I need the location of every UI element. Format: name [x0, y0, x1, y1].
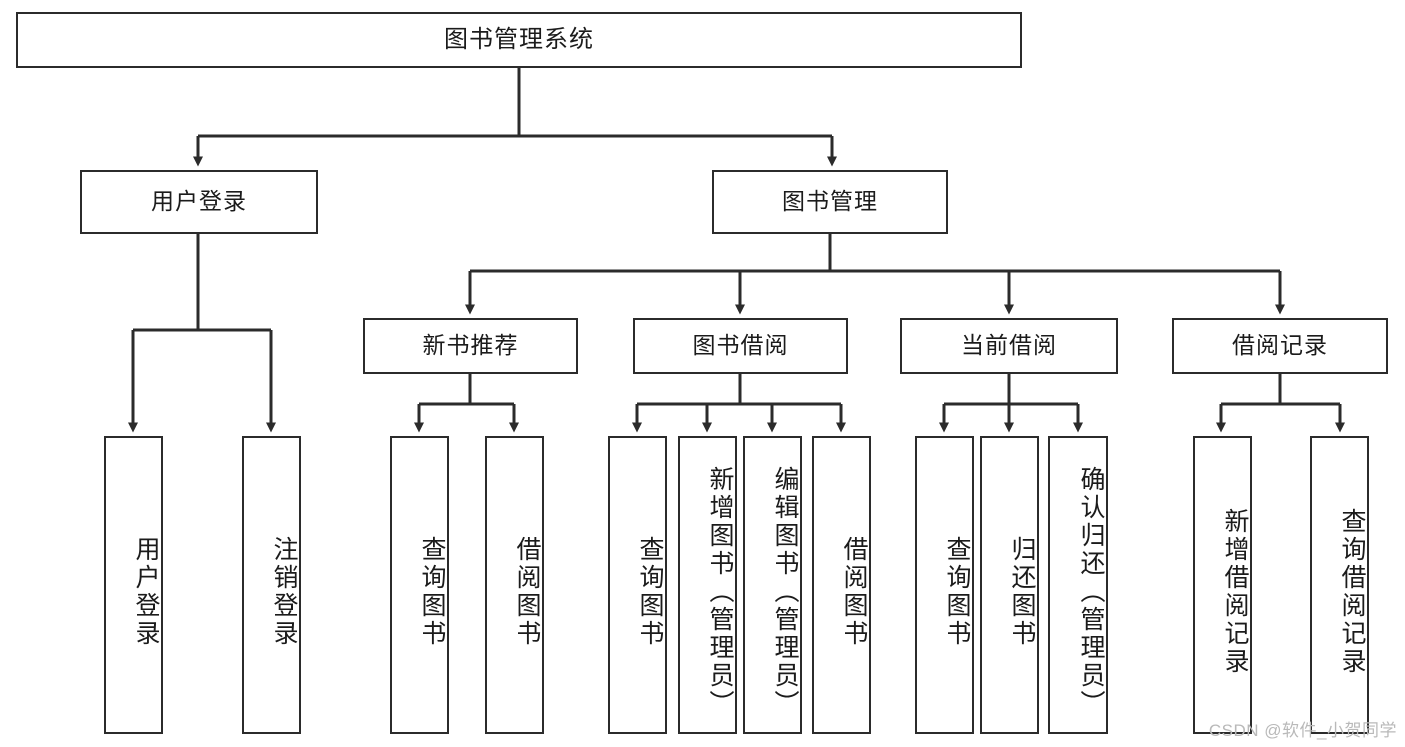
node-label: 用户登录 [132, 536, 160, 648]
node-book-borrow[interactable]: 图书借阅 [633, 318, 848, 374]
leaf-borrow-book[interactable]: 借阅图书 [812, 436, 871, 734]
node-label: 查询借阅记录 [1338, 508, 1366, 676]
watermark-text: CSDN @软件_小贺同学 [1208, 721, 1397, 740]
node-label: 注销登录 [270, 536, 298, 648]
leaf-edit-book-admin[interactable]: 编辑图书（管理员） [743, 436, 802, 734]
node-label: 归还图书 [1008, 536, 1036, 648]
leaf-query-borrow-record[interactable]: 查询借阅记录 [1310, 436, 1369, 734]
node-label: 查询图书 [943, 536, 971, 648]
node-label: 借阅图书 [513, 536, 541, 648]
node-label: 用户登录 [151, 188, 247, 215]
node-borrow-record[interactable]: 借阅记录 [1172, 318, 1388, 374]
leaf-add-borrow-record[interactable]: 新增借阅记录 [1193, 436, 1252, 734]
node-label: 查询图书 [418, 536, 446, 648]
node-label: 图书管理 [782, 188, 878, 215]
node-book-management[interactable]: 图书管理 [712, 170, 948, 234]
leaf-query-book-borrow[interactable]: 查询图书 [608, 436, 667, 734]
node-label: 图书管理系统 [444, 25, 594, 53]
node-label: 查询图书 [636, 536, 664, 648]
node-root-book-management-system[interactable]: 图书管理系统 [16, 12, 1022, 68]
node-label: 确认归还（管理员） [1077, 466, 1105, 718]
node-label: 当前借阅 [961, 332, 1057, 359]
node-new-book-recommend[interactable]: 新书推荐 [363, 318, 578, 374]
leaf-return-book[interactable]: 归还图书 [980, 436, 1039, 734]
node-label: 借阅图书 [840, 536, 868, 648]
leaf-user-login[interactable]: 用户登录 [104, 436, 163, 734]
leaf-borrow-book-recommend[interactable]: 借阅图书 [485, 436, 544, 734]
leaf-logout[interactable]: 注销登录 [242, 436, 301, 734]
leaf-query-book-current[interactable]: 查询图书 [915, 436, 974, 734]
leaf-confirm-return-admin[interactable]: 确认归还（管理员） [1048, 436, 1108, 734]
leaf-add-book-admin[interactable]: 新增图书（管理员） [678, 436, 737, 734]
node-current-borrow[interactable]: 当前借阅 [900, 318, 1118, 374]
node-label: 新增借阅记录 [1221, 508, 1249, 676]
node-label: 新增图书（管理员） [706, 466, 734, 718]
node-label: 编辑图书（管理员） [771, 466, 799, 718]
node-user-login[interactable]: 用户登录 [80, 170, 318, 234]
leaf-query-book-recommend[interactable]: 查询图书 [390, 436, 449, 734]
node-label: 新书推荐 [422, 332, 519, 359]
node-label: 图书借阅 [692, 332, 789, 359]
node-label: 借阅记录 [1232, 332, 1328, 359]
